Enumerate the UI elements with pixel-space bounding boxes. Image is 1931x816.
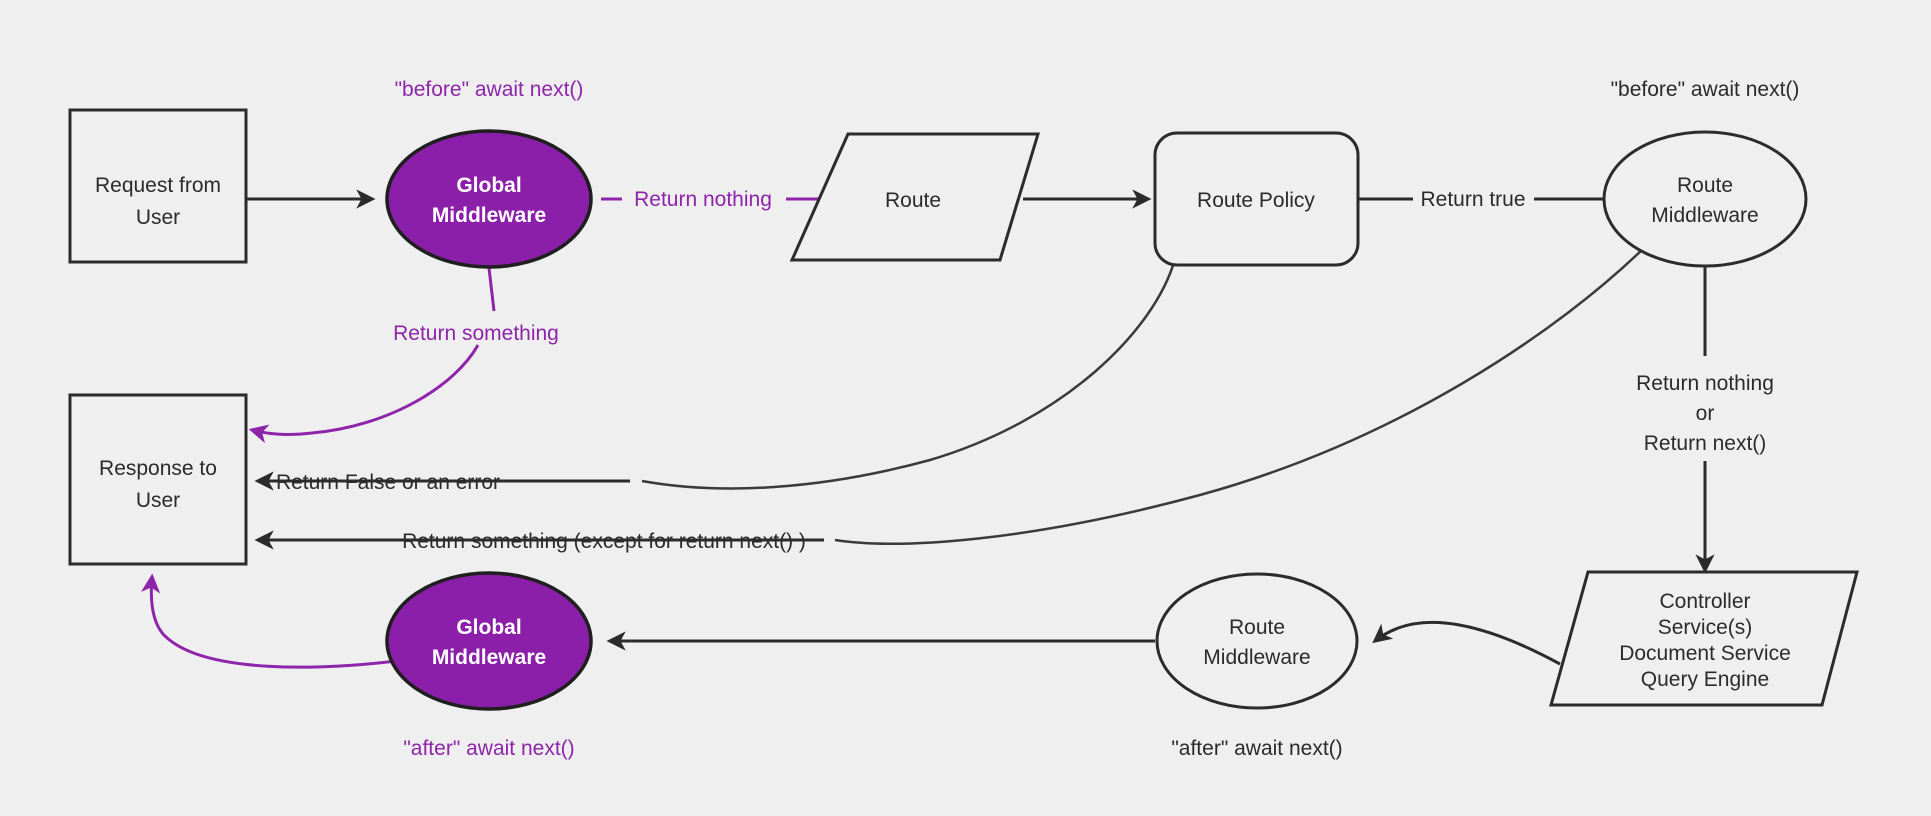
edge-label-return-something-except: Return something (except for return next… <box>402 530 806 553</box>
node-global-middleware-top[interactable]: Global Middleware <box>385 129 593 269</box>
edge-label-return-something: Return something <box>393 322 559 345</box>
request-from-user-label-line1: Request from <box>95 174 221 197</box>
node-route-middleware-top[interactable]: Route Middleware <box>1602 130 1808 268</box>
route-middleware-top-label-line1: Route <box>1677 174 1733 197</box>
route-policy-label: Route Policy <box>1197 189 1315 212</box>
global-middleware-top-label-line2: Middleware <box>432 204 546 227</box>
annotation-after-await-next-bottom-left: "after" await next() <box>403 737 574 760</box>
node-response-to-user[interactable]: Response to User <box>68 393 248 566</box>
global-middleware-top-label-line1: Global <box>456 174 521 197</box>
request-from-user-label-line2: User <box>136 206 180 229</box>
edge-label-return-nothing: Return nothing <box>634 188 772 211</box>
edge-label-return-nothing-or-line2: or <box>1696 402 1715 425</box>
annotation-after-await-next-bottom-right: "after" await next() <box>1171 737 1342 760</box>
node-request-from-user[interactable]: Request from User <box>68 108 248 264</box>
route-label: Route <box>885 189 941 212</box>
node-route-policy[interactable]: Route Policy <box>1153 131 1360 267</box>
node-global-middleware-bottom[interactable]: Global Middleware <box>385 571 593 711</box>
controller-services-label-line3: Document Service <box>1619 642 1791 665</box>
global-middleware-bottom-label-line2: Middleware <box>432 646 546 669</box>
route-middleware-top-label-line2: Middleware <box>1651 204 1758 227</box>
annotation-before-await-next-top-left: "before" await next() <box>395 78 584 101</box>
response-to-user-label-line1: Response to <box>99 457 217 480</box>
edge-return-something-stub-upper <box>487 267 496 312</box>
edge-controller-to-route-mw-bottom <box>1372 621 1561 666</box>
node-route[interactable]: Route <box>789 132 1041 262</box>
route-middleware-bottom-label-line2: Middleware <box>1203 646 1310 669</box>
controller-services-label-line1: Controller <box>1659 590 1750 613</box>
edge-route-mw-to-return-something-curve <box>834 245 1647 545</box>
edge-label-return-false-or-error: Return False or an error <box>276 471 500 494</box>
route-middleware-bottom-label-line1: Route <box>1229 616 1285 639</box>
node-route-middleware-bottom[interactable]: Route Middleware <box>1155 572 1359 710</box>
edge-route-policy-to-return-false-curve <box>641 258 1177 490</box>
global-middleware-bottom-label-line1: Global <box>456 616 521 639</box>
response-to-user-label-line2: User <box>136 489 180 512</box>
node-controller-services[interactable]: Controller Service(s) Document Service Q… <box>1549 570 1859 707</box>
edge-label-return-nothing-or-line3: Return next() <box>1644 432 1767 455</box>
controller-services-label-line2: Service(s) <box>1658 616 1753 639</box>
edge-label-return-nothing-or-line1: Return nothing <box>1636 372 1774 395</box>
edge-label-return-true: Return true <box>1420 188 1525 211</box>
edge-global-mw-bottom-to-response <box>141 573 421 669</box>
edge-return-something-to-response <box>248 344 480 444</box>
annotation-before-await-next-top-right: "before" await next() <box>1611 78 1800 101</box>
controller-services-label-line4: Query Engine <box>1641 668 1769 691</box>
